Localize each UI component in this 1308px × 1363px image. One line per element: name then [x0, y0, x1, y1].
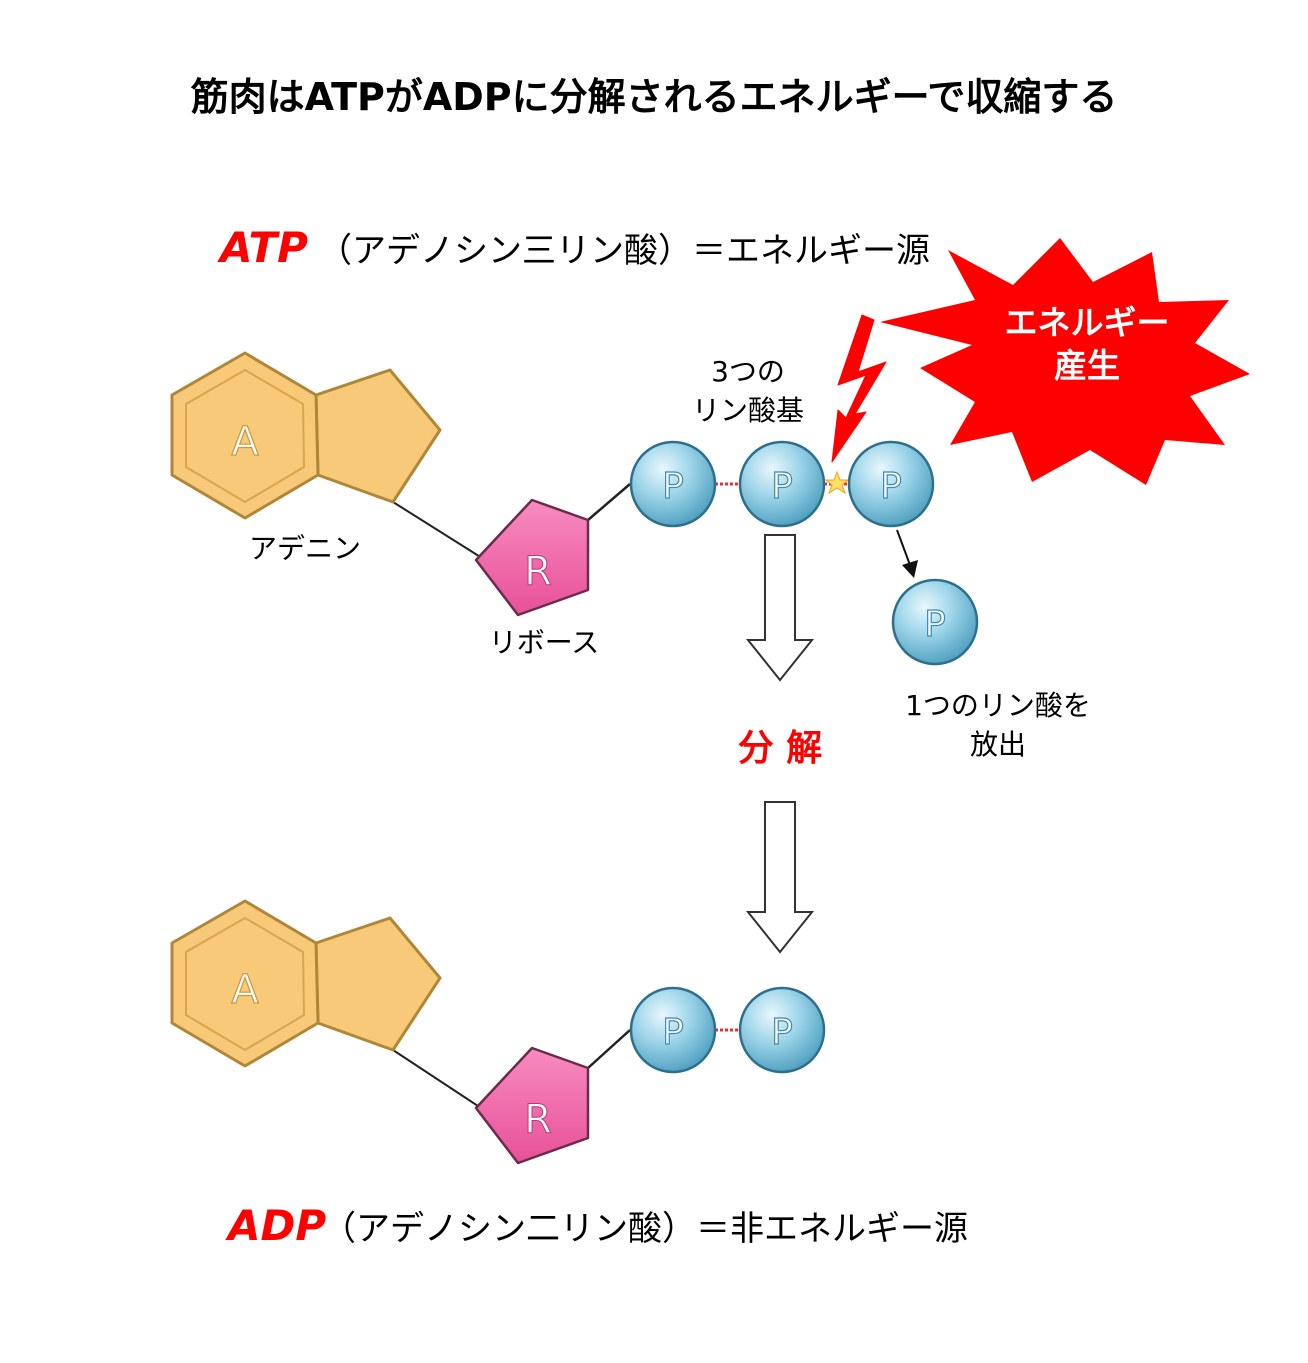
ribose-letter: R	[524, 549, 552, 595]
phosphate-letter: P	[662, 1012, 684, 1053]
adenine-pentagon	[314, 368, 442, 504]
adenine-base: A	[170, 899, 442, 1068]
adenine-pentagon	[314, 916, 442, 1052]
release-arrow-line	[896, 529, 911, 566]
phosphate-letter: P	[771, 1012, 793, 1053]
atp-abbreviation: ATP	[217, 223, 308, 272]
released-label-line1: 1つのリン酸を	[905, 689, 1091, 722]
ribose-letter: R	[524, 1097, 552, 1143]
phosphate-letter: P	[771, 466, 793, 507]
phosphate-2: P	[738, 440, 826, 528]
page-title: 筋肉はATPがADPに分解されるエネルギーで収縮する	[191, 75, 1118, 119]
released-label-line2: 放出	[970, 728, 1026, 761]
phosphate-1: P	[629, 986, 717, 1074]
adenine-hexagon	[170, 899, 320, 1068]
adp-molecule: A R P P	[170, 899, 826, 1165]
adenine-letter: A	[231, 967, 259, 1013]
ribose-pentagon	[474, 498, 590, 617]
adenine-ribose-bond	[392, 501, 483, 559]
adp-abbreviation: ADP	[225, 1201, 326, 1250]
adp-heading: ADP （アデノシン二リン酸）＝非エネルギー源	[225, 1201, 968, 1250]
released-phosphate-group: P 1つのリン酸を 放出	[891, 529, 1091, 761]
released-phosphate: P	[891, 578, 979, 666]
phosphate-group-label-line2: リン酸基	[692, 394, 804, 427]
decomposition-label: 分 解	[738, 728, 823, 769]
ribose-label: リボース	[489, 626, 600, 659]
ribose-sugar: R	[474, 1046, 590, 1165]
ribose-sugar: R	[474, 498, 590, 617]
adenine-label: アデニン	[249, 532, 361, 565]
adenine-letter: A	[231, 419, 259, 465]
decomposition-arrow-upper	[745, 534, 815, 682]
burst-text-line1: エネルギー	[1005, 303, 1170, 342]
release-arrow-head	[902, 560, 918, 578]
adenine-hexagon	[170, 351, 320, 520]
bond-break-spark	[824, 470, 850, 495]
energy-burst: エネルギー 産生	[880, 238, 1250, 485]
burst-text-line2: 産生	[1054, 346, 1120, 385]
adenine-base: A	[170, 351, 442, 520]
phosphate-1: P	[629, 440, 717, 528]
phosphate-letter: P	[880, 466, 902, 507]
lightning-bolt-icon	[831, 314, 887, 463]
phosphate-letter: P	[924, 604, 946, 645]
atp-heading: ATP （アデノシン三リン酸）＝エネルギー源	[217, 223, 930, 272]
decomposition-arrow-lower	[745, 801, 815, 954]
phosphate-group-label-line1: 3つの	[711, 355, 785, 388]
burst-shape	[880, 238, 1250, 485]
ribose-phosphate-bond	[587, 483, 631, 521]
adenine-ribose-bond	[392, 1049, 479, 1107]
phosphate-letter: P	[662, 466, 684, 507]
phosphate-3: P	[847, 440, 935, 528]
ribose-pentagon	[474, 1046, 590, 1165]
atp-molecule: A R P P P アデニン リボース 3つの リン酸基	[170, 351, 935, 659]
atp-description: （アデノシン三リン酸）＝エネルギー源	[318, 231, 930, 271]
adp-description: （アデノシン二リン酸）＝非エネルギー源	[322, 1209, 968, 1249]
ribose-phosphate-bond	[587, 1029, 631, 1069]
phosphate-2: P	[738, 986, 826, 1074]
